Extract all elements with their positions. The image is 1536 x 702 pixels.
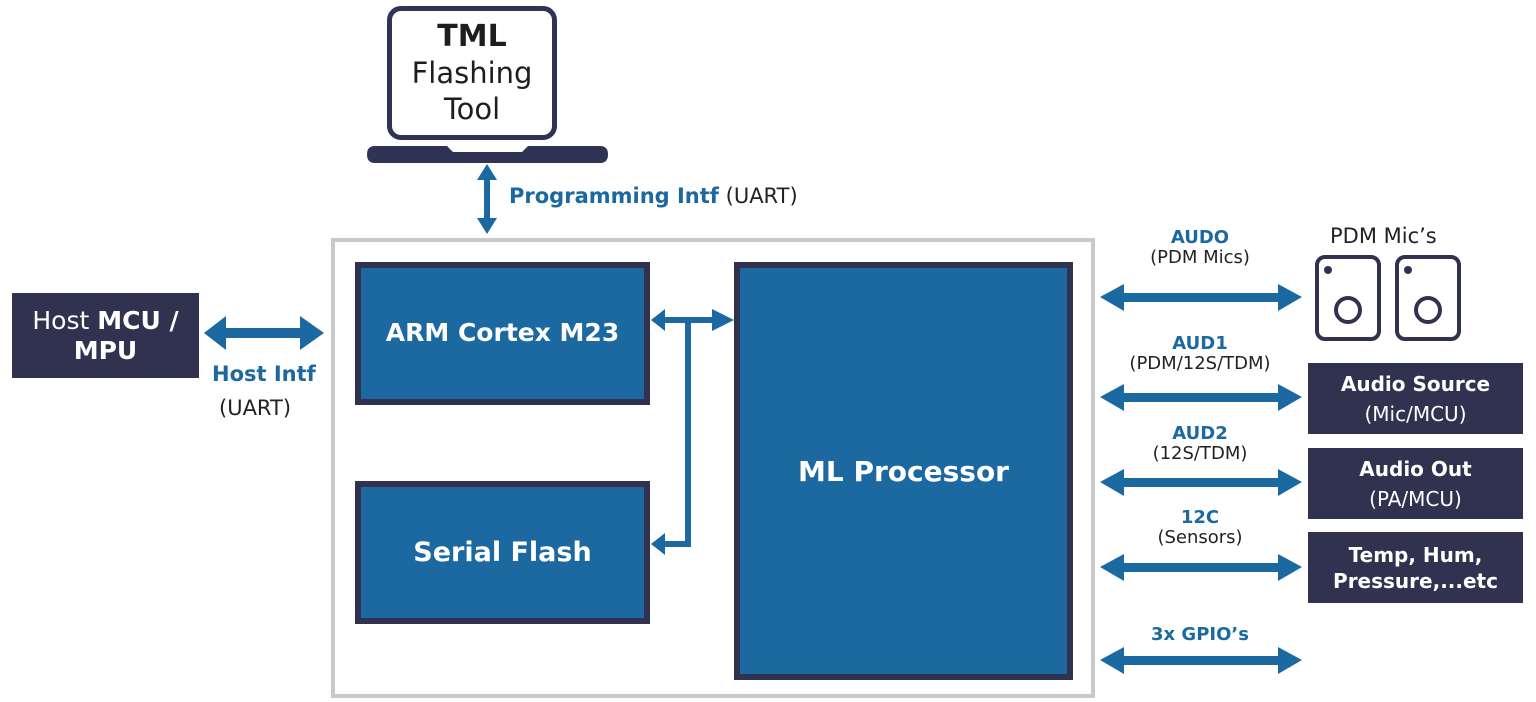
speaker-icon <box>1395 255 1461 341</box>
interface-name: 12C <box>1180 507 1220 528</box>
interface-label-aud1: AUD1 (PDM/12S/TDM) <box>1100 334 1300 374</box>
laptop-title-bold: TML <box>437 19 507 54</box>
interface-detail: (Sensors) <box>1157 527 1243 548</box>
host-mpu-text: MPU <box>73 335 138 365</box>
aud0-arrow <box>1100 284 1302 311</box>
interface-label-gpio: 3x GPIO’s <box>1100 625 1300 645</box>
speaker-icons <box>1315 255 1461 341</box>
interface-name: 3x GPIO’s <box>1151 624 1249 645</box>
audio-out-sub: (PA/MCU) <box>1369 486 1462 511</box>
interface-name: AUD1 <box>1172 333 1228 354</box>
host-mcu-block: Host MCU / MPU <box>12 293 199 378</box>
host-arrow <box>204 316 324 350</box>
interface-name: AUD2 <box>1172 423 1228 444</box>
programming-intf-name: Programming Intf <box>509 184 719 208</box>
serial-flash-block: Serial Flash <box>355 481 650 624</box>
programming-arrow <box>477 164 497 234</box>
laptop-title-line3: Tool <box>443 92 501 126</box>
audio-source-block: Audio Source (Mic/MCU) <box>1308 363 1523 434</box>
host-intf-protocol: (UART) <box>219 396 292 420</box>
interface-name: AUDO <box>1170 227 1230 248</box>
host-mcu-text: MCU / <box>97 305 179 335</box>
laptop-title-line2: Flashing <box>411 56 533 90</box>
audio-source-sub: (Mic/MCU) <box>1364 401 1467 426</box>
pdm-mics-label: PDM Mic’s <box>1330 224 1437 248</box>
audio-out-block: Audio Out (PA/MCU) <box>1308 448 1523 519</box>
audio-out-title: Audio Out <box>1359 456 1472 481</box>
interface-detail: (PDM Mics) <box>1150 247 1250 268</box>
interface-label-aud2: AUD2 (12S/TDM) <box>1100 424 1300 464</box>
laptop-screen: TML Flashing Tool <box>387 6 557 140</box>
internal-bus-arrows <box>651 309 734 555</box>
sensors-line1: Temp, Hum, <box>1348 542 1483 567</box>
interface-detail: (PDM/12S/TDM) <box>1129 353 1271 374</box>
host-text: Host <box>32 305 98 335</box>
i2c-arrow <box>1100 554 1302 581</box>
interface-label-i2c: 12C (Sensors) <box>1100 508 1300 548</box>
programming-intf-label: Programming Intf (UART) <box>509 184 798 208</box>
arm-cortex-block: ARM Cortex M23 <box>355 262 650 405</box>
speaker-icon <box>1315 255 1381 341</box>
interface-label-aud0: AUDO (PDM Mics) <box>1100 228 1300 268</box>
aud2-arrow <box>1100 469 1302 496</box>
interface-detail: (12S/TDM) <box>1152 443 1248 464</box>
programming-intf-protocol: (UART) <box>725 184 798 208</box>
ml-processor-block: ML Processor <box>734 262 1073 680</box>
gpio-arrow <box>1100 647 1302 674</box>
audio-source-title: Audio Source <box>1340 371 1491 396</box>
aud1-arrow <box>1100 384 1302 411</box>
host-intf-label: Host Intf <box>212 362 316 386</box>
laptop-icon <box>367 146 608 163</box>
sensors-block: Temp, Hum, Pressure,...etc <box>1308 532 1523 603</box>
sensors-line2: Pressure,...etc <box>1333 568 1498 593</box>
